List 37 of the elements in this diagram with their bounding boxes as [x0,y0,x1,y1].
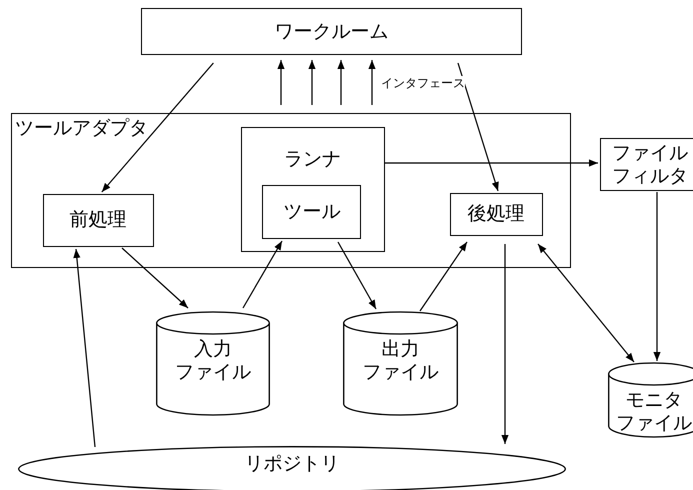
box-label: 出力ファイル [362,338,440,384]
box-label: 後処理 [466,202,526,226]
box-label: 入力ファイル [174,338,252,384]
process-box [42,194,154,247]
box-label: ワークルーム [274,20,390,43]
arrow [653,192,661,361]
arrow [337,60,345,105]
database-cylinder [156,312,270,415]
arrow [385,159,598,167]
workroom-box [141,8,522,55]
tool-box [262,185,362,240]
box-label: ツールアダプタ [15,117,148,140]
box-label: 前処理 [68,208,128,232]
arrow [368,60,376,105]
database-cylinder [343,312,458,415]
arrow [122,248,188,308]
arrow [337,242,377,310]
arrow [101,62,214,192]
arrow [73,248,96,448]
box-label: ランナ [283,148,342,171]
box-label: モニタファイル [615,389,693,435]
process-box [450,192,543,236]
arrow [242,240,283,308]
runner-box [240,126,385,252]
filter-box [600,138,693,191]
arrow [457,62,499,192]
edge-label: インタフェース [381,76,465,90]
arrow [420,242,468,312]
group-box [11,113,571,268]
arrow [501,244,509,444]
database-cylinder [608,363,693,437]
box-label: リポジトリ [244,452,340,476]
arrow [538,244,634,362]
arrow [308,60,316,105]
box-label: ファイルフィルタ [611,142,689,188]
arrow [277,60,285,105]
box-label: ツール [282,200,342,224]
